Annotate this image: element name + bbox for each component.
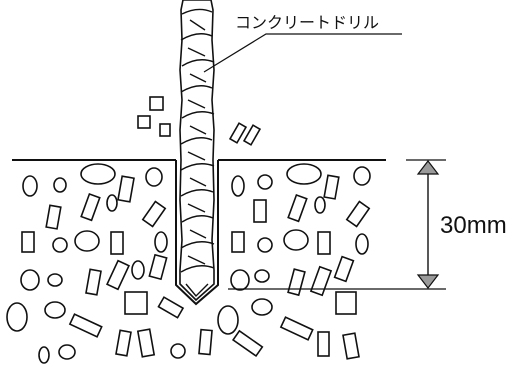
drilled-hole bbox=[175, 160, 219, 306]
dimension-arrow-down bbox=[416, 274, 440, 289]
depth-dimension bbox=[228, 159, 446, 290]
dimension-arrow-up bbox=[416, 160, 440, 175]
drill-label: コンクリートドリル bbox=[235, 13, 379, 32]
concrete-aggregate bbox=[6, 96, 371, 364]
drill-leader-line bbox=[203, 33, 402, 73]
depth-label: 30mm bbox=[440, 212, 507, 239]
drill-bit bbox=[179, 0, 215, 302]
